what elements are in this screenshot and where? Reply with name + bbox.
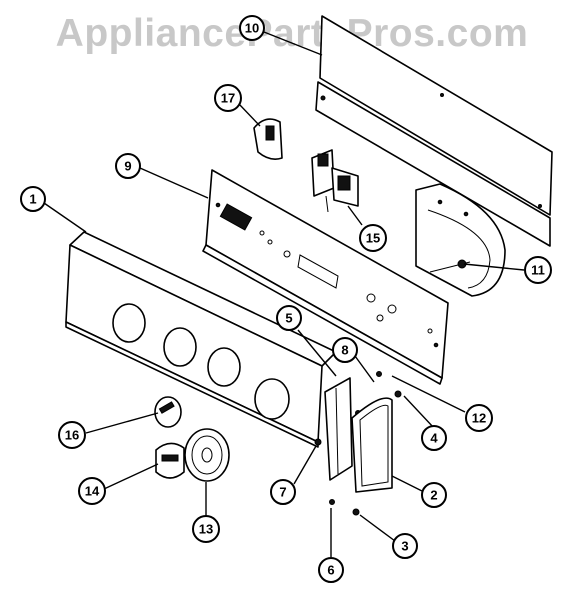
- callout-16: 16: [58, 421, 86, 449]
- callout-1: 1: [20, 186, 46, 212]
- end-cap-part: [351, 390, 402, 493]
- callout-5: 5: [276, 305, 302, 331]
- callout-4: 4: [421, 425, 447, 451]
- small-switch-part: [253, 118, 283, 160]
- callout-12-label: 12: [472, 411, 486, 426]
- callout-12: 12: [465, 404, 493, 432]
- rear-panel-part: [315, 15, 553, 247]
- callout-14-label: 14: [85, 484, 100, 499]
- callout-10: 10: [239, 15, 265, 41]
- callout-8-label: 8: [341, 343, 348, 358]
- switch-block-part: [311, 149, 359, 213]
- callout-17: 17: [214, 84, 242, 112]
- dial-part: [184, 428, 230, 482]
- leader-lines: [43, 31, 525, 557]
- callout-4-label: 4: [430, 431, 438, 446]
- callout-15-label: 15: [366, 231, 380, 246]
- callout-11-label: 11: [531, 263, 545, 278]
- callout-6-label: 6: [327, 563, 334, 578]
- control-panel-plate-part: [202, 169, 449, 385]
- callout-7-label: 7: [279, 485, 286, 500]
- callout-9-label: 9: [124, 159, 131, 174]
- callout-16-label: 16: [65, 428, 79, 443]
- callout-2-label: 2: [430, 488, 437, 503]
- watermark-text: AppliancePartsPros.com: [55, 12, 529, 55]
- callout-2: 2: [421, 482, 447, 508]
- callout-10-label: 10: [245, 21, 259, 36]
- shroud-part: [415, 183, 506, 297]
- knob-part: [154, 396, 182, 428]
- callout-14: 14: [78, 477, 106, 505]
- callout-15: 15: [359, 224, 387, 252]
- callout-13: 13: [192, 515, 220, 543]
- front-console-part: [65, 231, 337, 448]
- callout-8: 8: [332, 337, 358, 363]
- knob-part: [155, 442, 185, 479]
- callout-9: 9: [115, 153, 141, 179]
- callout-11: 11: [524, 256, 552, 284]
- callout-3-label: 3: [401, 539, 408, 554]
- fastener-parts: [314, 371, 382, 516]
- callout-5-label: 5: [285, 311, 292, 326]
- callout-17-label: 17: [221, 91, 235, 106]
- callout-7: 7: [270, 479, 296, 505]
- callout-1-label: 1: [29, 192, 36, 207]
- callout-3: 3: [392, 533, 418, 559]
- callout-13-label: 13: [199, 522, 213, 537]
- callout-6: 6: [318, 557, 344, 583]
- side-bracket-part: [324, 377, 361, 481]
